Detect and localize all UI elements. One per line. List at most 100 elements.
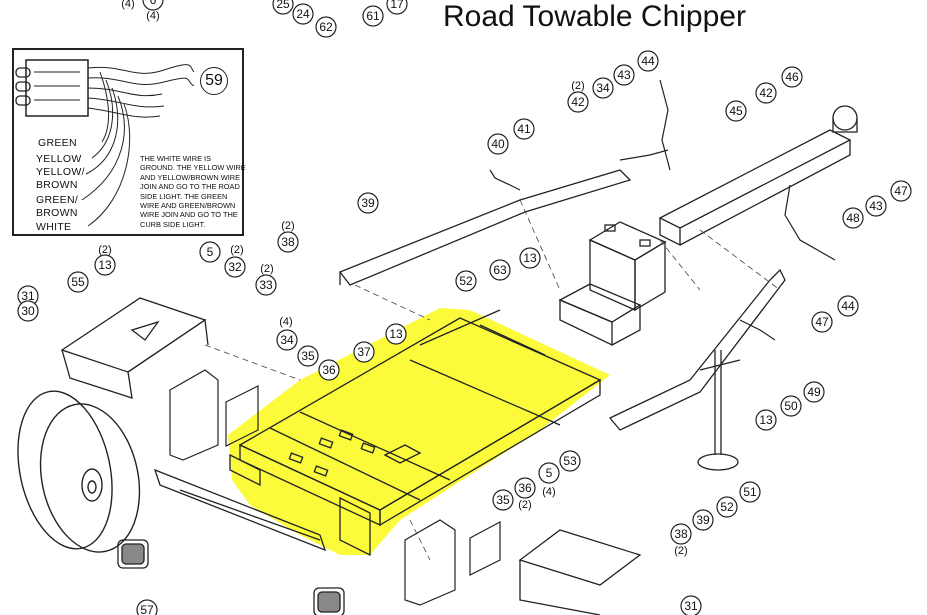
callout-text: 57 [140, 603, 154, 615]
callout-text: 5 [546, 466, 553, 480]
part-callout: 36 [318, 359, 340, 381]
wiring-inset: 59 GREEN YELLOW YELLOW/ BROWN GREEN/ BRO… [12, 48, 246, 236]
callout-text: 40 [491, 137, 505, 151]
callout-text: (2) [281, 220, 294, 232]
callout-text: 35 [301, 349, 315, 363]
quantity-label: (4) [542, 486, 555, 498]
wiring-note: THE WHITE WIRE IS GROUND. THE YELLOW WIR… [140, 154, 246, 229]
callout-text: 13 [98, 258, 112, 272]
callout-text: (2) [674, 545, 687, 557]
part-callout: 34 [276, 329, 298, 351]
callout-text: 62 [319, 20, 333, 34]
callout-text: 34 [596, 81, 610, 95]
callout-text: 47 [815, 315, 829, 329]
part-callout: 17 [386, 0, 408, 15]
part-callout: 47 [811, 311, 833, 333]
callout-text: 13 [523, 251, 537, 265]
main-frame [229, 309, 602, 557]
callout-text: 6 [150, 0, 157, 7]
callout-text: (2) [260, 263, 273, 275]
callout-text: 42 [759, 86, 773, 100]
callout-text: 43 [617, 68, 631, 82]
mount-brackets [169, 369, 501, 606]
part-callout: 49 [803, 381, 825, 403]
part-callout: 38 [670, 523, 692, 545]
quantity-label: (4) [146, 10, 159, 22]
part-callout: 13 [755, 409, 777, 431]
part-callout: 50 [780, 395, 802, 417]
callout-text: 50 [784, 399, 798, 413]
callout-text: 38 [674, 527, 688, 541]
part-callout: 52 [455, 270, 477, 292]
part-callout: 35 [297, 345, 319, 367]
wire-label-green-brown-2: BROWN [36, 207, 78, 219]
callout-text: 41 [517, 122, 531, 136]
part-callout: 5 [538, 462, 560, 484]
quantity-label: (4) [279, 316, 292, 328]
callout-text: 51 [743, 485, 757, 499]
part-callout: 5 [199, 241, 221, 263]
wire-label-green-brown-1: GREEN/ [36, 194, 79, 206]
part-callout: 53 [559, 450, 581, 472]
part-callout: 45 [725, 100, 747, 122]
part-callout: 39 [692, 509, 714, 531]
callout-text: 17 [390, 0, 404, 11]
callout-text: 44 [641, 54, 655, 68]
callout-text: 39 [361, 196, 375, 210]
callout-text: 31 [21, 289, 35, 303]
wire-label-yellow: YELLOW [36, 153, 82, 165]
part-callout: 61 [362, 5, 384, 27]
quantity-label: (2) [518, 499, 531, 511]
quantity-label: (2) [674, 545, 687, 557]
callout-text: 55 [71, 275, 85, 289]
part-callout: 34 [592, 77, 614, 99]
part-callout: 52 [716, 496, 738, 518]
quantity-label: (2) [98, 244, 111, 256]
callout-text: 13 [389, 327, 403, 341]
part-callout: 37 [353, 341, 375, 363]
callout-text: (2) [98, 244, 111, 256]
part-callout: 13 [94, 254, 116, 276]
callout-text: 37 [357, 345, 371, 359]
wheel [17, 390, 141, 553]
part-callout: 32 [224, 256, 246, 278]
wire-label-yellow-brown-1: YELLOW/ [36, 166, 85, 178]
connector-drawing [15, 59, 195, 227]
callout-text: (2) [518, 499, 531, 511]
part-callout: 33 [255, 274, 277, 296]
wire-harness [489, 169, 776, 341]
part-callout: 31 [17, 285, 39, 307]
part-callout: 43 [865, 195, 887, 217]
callout-text: 43 [869, 199, 883, 213]
callout-text: 5 [207, 245, 214, 259]
part-callout: 43 [613, 64, 635, 86]
callout-text: 36 [322, 363, 336, 377]
callout-text: (2) [230, 244, 243, 256]
assembly-lines [204, 199, 781, 561]
part-callout: 42 [755, 82, 777, 104]
callout-text: (4) [542, 486, 555, 498]
wire-label-green: GREEN [38, 137, 77, 149]
part-callout: 41 [513, 118, 535, 140]
callout-text: 34 [280, 333, 294, 347]
callout-text: 33 [259, 278, 273, 292]
quantity-label: (4) [121, 0, 134, 10]
tongue-39 [338, 169, 632, 286]
part-callout: 30 [17, 300, 39, 322]
callout-text: 45 [729, 104, 743, 118]
jack-stand [697, 350, 741, 471]
callout-59: 59 [200, 67, 228, 95]
callout-text: 25 [276, 0, 290, 11]
callout-text: 35 [496, 493, 510, 507]
diagram-title: Road Towable Chipper [443, 0, 746, 33]
part-callout: 40 [487, 133, 509, 155]
quantity-label: (2) [281, 220, 294, 232]
part-callout: 38 [277, 231, 299, 253]
callout-text: 38 [281, 235, 295, 249]
callout-text: 52 [720, 500, 734, 514]
callout-text: 63 [493, 263, 507, 277]
callout-text: 13 [759, 413, 773, 427]
callout-text: 47 [894, 184, 908, 198]
